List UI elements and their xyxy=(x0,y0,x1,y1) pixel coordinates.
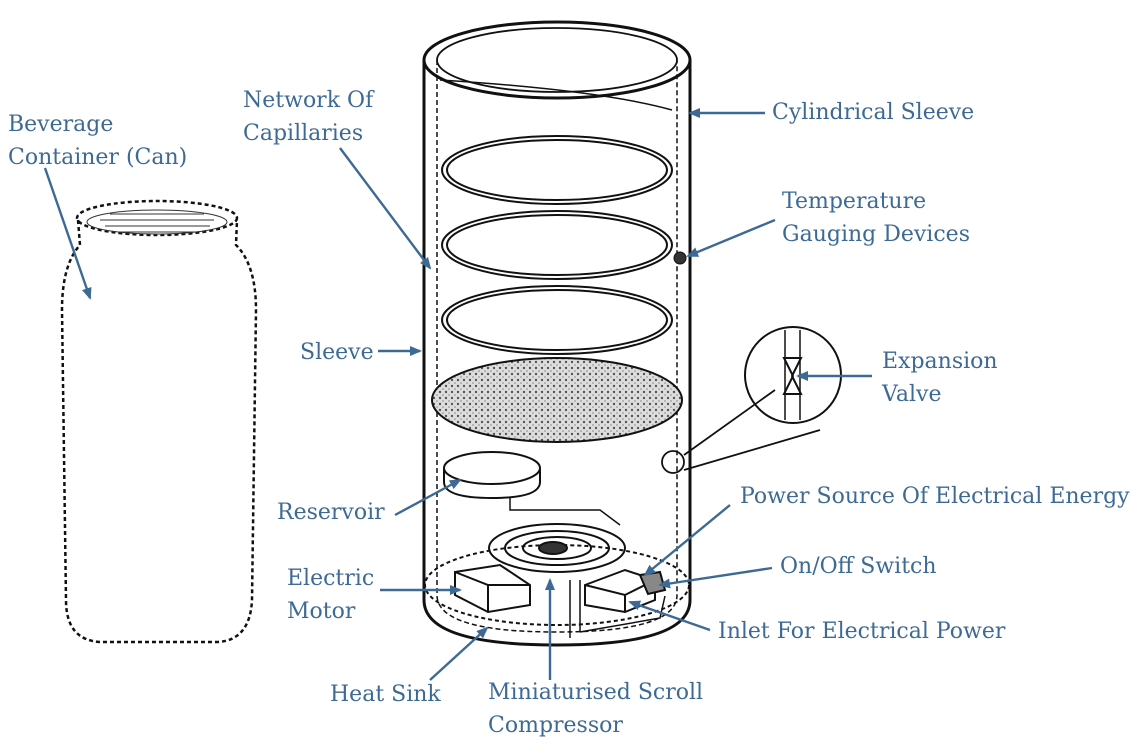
label-expansion-line1: Expansion xyxy=(882,349,998,374)
label-can-line1: Beverage xyxy=(8,112,114,137)
arrow-heat-sink xyxy=(429,626,489,681)
label-inlet: Inlet For Electrical Power xyxy=(718,619,1006,644)
label-compressor-line1: Miniaturised Scroll xyxy=(488,680,704,705)
label-can: Beverage Container (Can) xyxy=(8,108,187,174)
mesh-plate xyxy=(431,357,683,443)
label-power-source: Power Source Of Electrical Energy xyxy=(740,484,1130,509)
label-temperature: Temperature Gauging Devices xyxy=(782,185,970,251)
label-motor-line1: Electric xyxy=(287,566,375,591)
label-motor-line2: Motor xyxy=(287,599,356,624)
label-heat-sink: Heat Sink xyxy=(330,682,441,707)
label-temperature-line1: Temperature xyxy=(782,189,927,214)
can-lid-texture xyxy=(86,209,228,235)
label-motor: Electric Motor xyxy=(287,562,374,628)
arrow-power-source xyxy=(643,504,731,577)
arrow-inlet xyxy=(628,600,711,632)
annotation-arrows xyxy=(43,108,872,681)
arrow-temperature xyxy=(686,218,776,258)
temperature-gauge xyxy=(673,251,687,265)
base-assembly xyxy=(424,523,690,638)
arrow-can xyxy=(43,167,92,300)
reservoir-shape xyxy=(443,451,621,526)
label-capillaries-line1: Network Of xyxy=(243,88,374,113)
label-sleeve: Sleeve xyxy=(300,340,374,365)
arrow-reservoir xyxy=(394,478,462,517)
label-compressor-line2: Compressor xyxy=(488,713,623,738)
label-expansion-line2: Valve xyxy=(882,382,942,407)
label-can-line2: Container (Can) xyxy=(8,145,188,170)
label-temperature-line2: Gauging Devices xyxy=(782,222,970,247)
label-switch: On/Off Switch xyxy=(780,554,937,579)
label-expansion: Expansion Valve xyxy=(882,345,998,411)
label-reservoir: Reservoir xyxy=(277,500,385,525)
arrow-switch xyxy=(658,566,773,589)
arrow-capillaries xyxy=(339,147,432,270)
beverage-can xyxy=(60,199,258,644)
label-capillaries-line2: Capillaries xyxy=(243,121,364,146)
label-capillaries: Network Of Capillaries xyxy=(243,84,373,150)
capillary-coils xyxy=(439,79,673,355)
label-compressor: Miniaturised Scroll Compressor xyxy=(488,676,703,742)
label-cylindrical-sleeve: Cylindrical Sleeve xyxy=(772,100,975,125)
